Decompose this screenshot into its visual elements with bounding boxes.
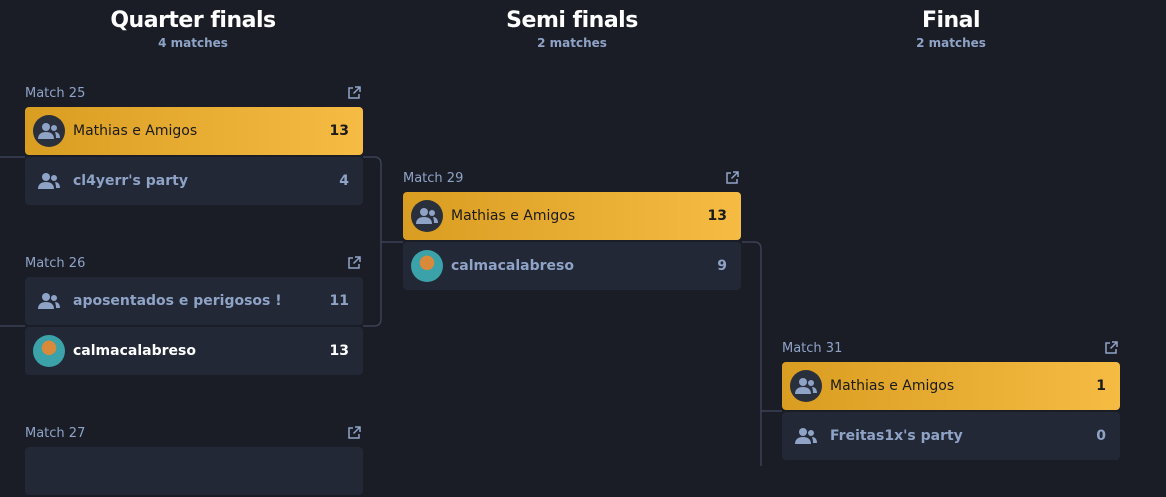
team-name: Mathias e Amigos (451, 208, 576, 224)
team-name: cl4yerr's party (73, 173, 188, 189)
users-icon (38, 173, 60, 189)
column-quarter-finals: Quarter finals 4 matches (3, 8, 383, 50)
external-link-icon[interactable] (1104, 341, 1118, 355)
users-icon (795, 428, 817, 444)
match-card: Match 29 Mathias e Amigos 13 calmacalabr… (403, 164, 741, 292)
column-subtitle: 4 matches (158, 36, 228, 50)
team-row[interactable]: aposentados e perigosos ! 11 (25, 277, 363, 325)
team-row[interactable]: Freitas1x's party 0 (782, 412, 1120, 460)
match-label: Match 25 (25, 85, 86, 101)
column-title: Semi finals (506, 8, 638, 33)
team-name: Mathias e Amigos (73, 123, 198, 139)
team-row[interactable]: calmacalabreso 9 (403, 242, 741, 290)
match-card: Match 31 Mathias e Amigos 1 Freitas1x's … (782, 334, 1120, 462)
team-row-winner[interactable]: Mathias e Amigos 13 (25, 107, 363, 155)
team-avatar (33, 285, 65, 317)
team-score: 13 (329, 123, 349, 139)
team-score: 4 (339, 173, 349, 189)
team-score: 13 (329, 343, 349, 359)
users-icon (38, 123, 60, 139)
external-link-icon[interactable] (347, 426, 361, 440)
team-row[interactable] (25, 447, 363, 495)
team-name: calmacalabreso (73, 343, 196, 359)
match-card: Match 27 (25, 419, 363, 497)
match-label: Match 27 (25, 425, 86, 441)
team-avatar (33, 115, 65, 147)
team-row-winner[interactable]: Mathias e Amigos 1 (782, 362, 1120, 410)
team-name: Mathias e Amigos (830, 378, 955, 394)
team-avatar (790, 370, 822, 402)
team-score: 1 (1096, 378, 1106, 394)
column-final: Final 2 matches (761, 8, 1141, 50)
column-semi-finals: Semi finals 2 matches (382, 8, 762, 50)
user-avatar (411, 250, 443, 282)
team-row[interactable]: cl4yerr's party 4 (25, 157, 363, 205)
team-avatar (411, 200, 443, 232)
external-link-icon[interactable] (725, 171, 739, 185)
team-score: 13 (707, 208, 727, 224)
team-score: 0 (1096, 428, 1106, 444)
team-name: aposentados e perigosos ! (73, 293, 282, 309)
team-score: 9 (717, 258, 727, 274)
team-score: 11 (329, 293, 349, 309)
team-name: Freitas1x's party (830, 428, 963, 444)
match-label: Match 26 (25, 255, 86, 271)
external-link-icon[interactable] (347, 256, 361, 270)
team-name: calmacalabreso (451, 258, 574, 274)
user-avatar (33, 335, 65, 367)
team-row-winner[interactable]: Mathias e Amigos 13 (403, 192, 741, 240)
column-subtitle: 2 matches (537, 36, 607, 50)
users-icon (795, 378, 817, 394)
team-row-winner[interactable]: calmacalabreso 13 (25, 327, 363, 375)
users-icon (416, 208, 438, 224)
match-card: Match 25 Mathias e Amigos 13 cl4yerr's p… (25, 79, 363, 207)
match-card: Match 26 aposentados e perigosos ! 11 ca… (25, 249, 363, 377)
team-avatar (33, 165, 65, 197)
external-link-icon[interactable] (347, 86, 361, 100)
column-title: Quarter finals (110, 8, 276, 33)
match-label: Match 29 (403, 170, 464, 186)
team-avatar (790, 420, 822, 452)
column-title: Final (921, 8, 981, 33)
column-subtitle: 2 matches (916, 36, 986, 50)
users-icon (38, 293, 60, 309)
match-label: Match 31 (782, 340, 843, 356)
